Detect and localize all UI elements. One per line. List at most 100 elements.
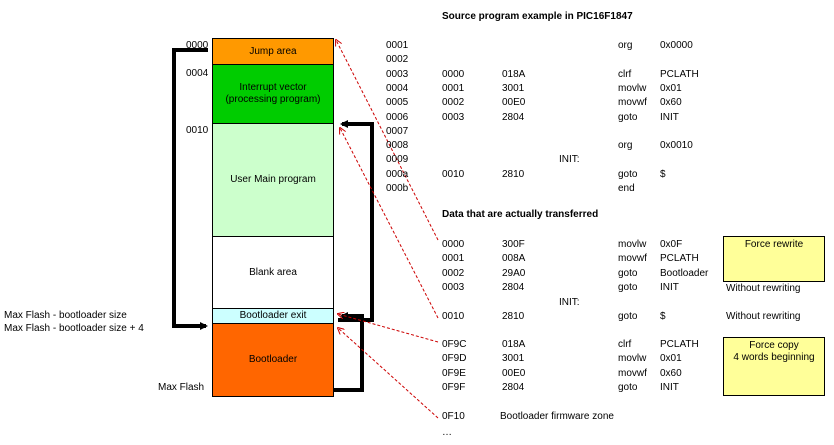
transfer-row-mnemonic: movlw bbox=[618, 239, 647, 250]
transfer-copy-row-opcode: 2804 bbox=[502, 381, 525, 393]
transfer-row-opcode: 2804 bbox=[502, 281, 525, 293]
transfer-row-operand: 0x0F bbox=[660, 239, 683, 250]
fw-zone-addr: 0F10 bbox=[442, 411, 465, 422]
transfer-copy-row-operand: 0x60 bbox=[660, 367, 682, 379]
source-address: 0002 bbox=[442, 97, 465, 109]
max-flash-label: Max Flash bbox=[158, 382, 205, 393]
source-mnemonic: movwf bbox=[618, 97, 647, 109]
user-main-program-block: User Main program bbox=[212, 123, 334, 237]
source-line-number: 0004 bbox=[386, 82, 409, 94]
transfer-init-row-opcode: 2810 bbox=[502, 311, 525, 322]
user-main-program-label: User Main program bbox=[230, 174, 316, 185]
force-copy-label: Force copy bbox=[749, 340, 799, 351]
transfer-row-mnemonic: goto bbox=[618, 281, 638, 293]
without-rewriting-note-1: Without rewriting bbox=[726, 283, 801, 294]
source-line-number: 0008 bbox=[386, 140, 409, 152]
source-line-number: 0007 bbox=[386, 125, 409, 137]
source-operand: INIT bbox=[660, 111, 679, 123]
source-operand: PCLATH bbox=[660, 68, 699, 80]
transfer-row-address: 0003 bbox=[442, 281, 465, 293]
transfer-row-opcode: 300F bbox=[502, 239, 525, 250]
source-address: 0003 bbox=[442, 111, 465, 123]
source-mnemonic: org bbox=[618, 40, 633, 51]
source-operand: $ bbox=[660, 168, 666, 180]
jump-area-label: Jump area bbox=[249, 45, 297, 57]
source-address: 0000 bbox=[442, 68, 465, 80]
transfer-init-row-mnemonic: goto bbox=[618, 311, 638, 322]
source-line-number: 0005 bbox=[386, 97, 409, 109]
transfer-row-address: 0001 bbox=[442, 253, 465, 265]
source-mnemonic: goto bbox=[618, 111, 638, 123]
rel-line-bootloader-exit bbox=[338, 314, 439, 343]
source-line-number: 0009 bbox=[386, 154, 409, 166]
transfer-copy-row-mnemonic: movwf bbox=[618, 367, 647, 379]
source-address: 0001 bbox=[442, 82, 465, 94]
addr-label-0010: 0010 bbox=[186, 125, 209, 136]
source-address: 0010 bbox=[442, 168, 465, 180]
source-mnemonic: movlw bbox=[618, 82, 647, 94]
transfer-row-operand: INIT bbox=[660, 281, 679, 293]
source-mnemonic: end bbox=[618, 183, 635, 194]
source-opcode: 2810 bbox=[502, 168, 525, 180]
transfer-init-row-operand: $ bbox=[660, 311, 666, 322]
transfer-row-opcode: 29A0 bbox=[502, 267, 526, 279]
transfer-copy-row-address: 0F9F bbox=[442, 381, 466, 393]
fw-zone-label: Bootloader firmware zone bbox=[500, 411, 614, 422]
without-rewriting-note-2: Without rewriting bbox=[726, 311, 801, 322]
transfer-row-operand: PCLATH bbox=[660, 253, 699, 265]
source-opcode: 018A bbox=[502, 68, 526, 80]
transfer-copy-row-operand: PCLATH bbox=[660, 339, 699, 350]
transfer-row-address: 0002 bbox=[442, 267, 465, 279]
source-title: Source program example in PIC16F1847 bbox=[442, 11, 633, 22]
source-mnemonic: goto bbox=[618, 168, 638, 180]
jump-area-block: Jump area bbox=[212, 38, 334, 65]
transfer-row-opcode: 008A bbox=[502, 253, 526, 265]
force-rewrite-label: Force rewrite bbox=[744, 239, 804, 250]
transfer-copy-row-opcode: 00E0 bbox=[502, 367, 526, 379]
source-label: INIT: bbox=[559, 154, 580, 166]
source-opcode: 00E0 bbox=[502, 97, 526, 109]
force-copy-box: Force copy 4 words beginning bbox=[723, 337, 825, 396]
bootloader-to-exit-arrow bbox=[334, 312, 364, 392]
transfer-copy-row-opcode: 3001 bbox=[502, 353, 525, 365]
addr-label-0004: 0004 bbox=[186, 68, 209, 79]
source-line-number: 0002 bbox=[386, 54, 409, 66]
transfer-row-mnemonic: goto bbox=[618, 267, 638, 279]
source-line-number: 000a bbox=[386, 168, 409, 180]
transfer-row-operand: Bootloader bbox=[660, 267, 709, 279]
bootloader-label: Bootloader bbox=[248, 354, 298, 365]
bootloader-exit-label: Bootloader exit bbox=[239, 310, 307, 321]
exit-to-main-arrow bbox=[338, 120, 374, 322]
transfer-row-address: 0000 bbox=[442, 239, 465, 250]
interrupt-vector-sublabel: (processing program) bbox=[225, 94, 321, 105]
fw-zone-ellipsis: … bbox=[442, 427, 452, 438]
transfer-copy-row-mnemonic: clrf bbox=[618, 339, 632, 350]
max-flash-minus-bl-label: Max Flash - bootloader size bbox=[4, 310, 127, 321]
source-mnemonic: org bbox=[618, 140, 633, 152]
source-opcode: 2804 bbox=[502, 111, 525, 123]
transfer-copy-row-address: 0F9E bbox=[442, 367, 466, 379]
source-mnemonic: clrf bbox=[618, 68, 632, 80]
force-rewrite-box: Force rewrite bbox=[723, 236, 825, 282]
transfer-title: Data that are actually transferred bbox=[442, 209, 599, 220]
source-operand: 0x0010 bbox=[660, 140, 693, 152]
force-copy-sublabel: 4 words beginning bbox=[733, 352, 815, 363]
interrupt-vector-block: Interrupt vector (processing program) bbox=[212, 64, 334, 124]
source-operand: 0x0000 bbox=[660, 40, 693, 51]
transfer-copy-row-operand: INIT bbox=[660, 381, 679, 393]
transfer-row-mnemonic: movwf bbox=[618, 253, 647, 265]
rel-line-bootloader bbox=[338, 328, 439, 419]
addr-label-0000: 0000 bbox=[186, 40, 209, 51]
transfer-copy-row-mnemonic: goto bbox=[618, 381, 638, 393]
jump-to-bootloader-arrow bbox=[172, 48, 208, 330]
source-line-number: 0001 bbox=[386, 40, 409, 51]
interrupt-vector-label: Interrupt vector bbox=[239, 82, 307, 93]
transfer-copy-row-operand: 0x01 bbox=[660, 353, 682, 365]
max-flash-minus-bl-plus4-label: Max Flash - bootloader size + 4 bbox=[4, 323, 144, 334]
transfer-init-row-address: 0010 bbox=[442, 311, 465, 322]
rel-line-jump-area bbox=[336, 40, 439, 241]
source-operand: 0x01 bbox=[660, 82, 682, 94]
transfer-copy-row-opcode: 018A bbox=[502, 339, 526, 350]
source-line-number: 000b bbox=[386, 183, 409, 194]
